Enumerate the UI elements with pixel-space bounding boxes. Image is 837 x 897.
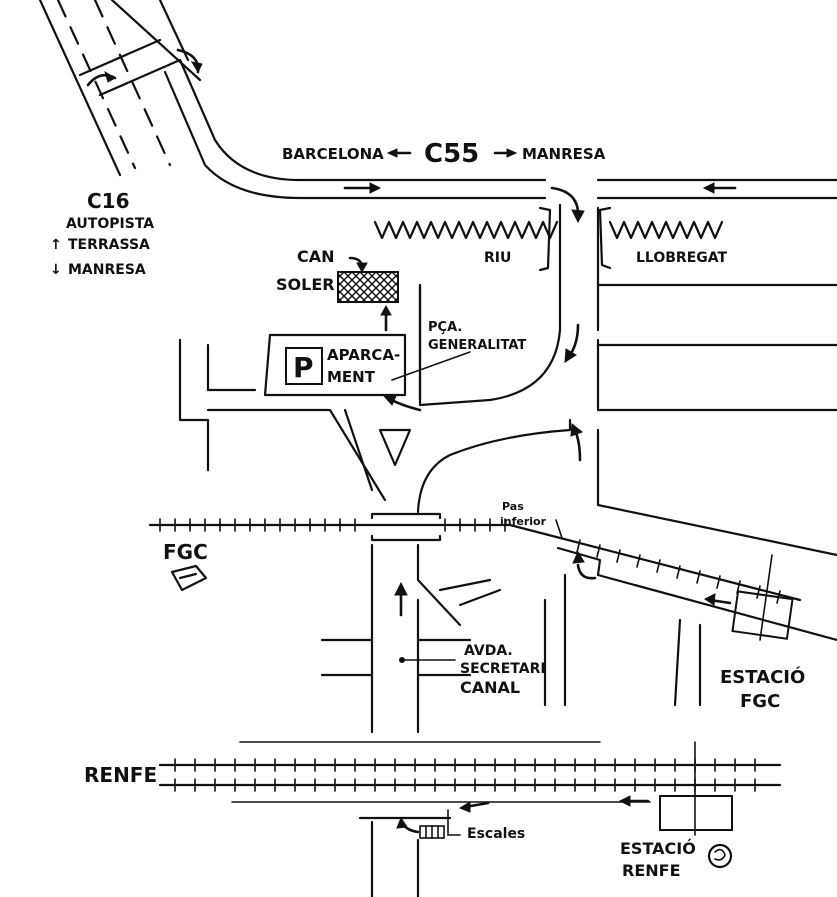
estacio-renfe-line1: ESTACIÓ [620,839,696,858]
can-label: CAN [297,247,335,266]
renfe-railway [158,741,782,836]
placa-label: PÇA. [428,320,462,335]
river-waves-right [598,206,724,270]
autopista-label: AUTOPISTA [66,216,154,232]
aparca-label: APARCA- [327,346,400,364]
generalitat-label: GENERALITAT [428,338,526,353]
c16-label: C16 AUTOPISTA ↑ TERRASSA ↓ MANRESA [50,189,154,278]
roads-to-crossing [416,418,837,557]
escales-label: Escales [467,826,525,842]
inferior-label: inferior [500,515,547,528]
south-arrow-glyph: ↓ [50,262,62,278]
c16-motorway [38,0,202,177]
bridge-road [418,203,837,412]
can-soler-building [337,256,399,332]
pas-inferior-pointer [555,519,563,539]
river-waves-left [373,206,559,272]
soler-label: SOLER [276,275,335,294]
estacio-fgc-line1: ESTACIÓ [720,666,805,688]
riu-label: RIU [484,250,511,266]
avda-secretari-canal [320,543,702,734]
c55-arrows [343,182,737,224]
c16-ramp-arrows [86,48,203,87]
escales-stairs [358,801,490,897]
estacio-renfe-line2: RENFE [622,861,681,880]
fgc-railway [148,512,802,604]
estacio-renfe-building [618,795,733,869]
c55-label: BARCELONA C55 MANRESA [282,139,606,169]
terrassa-label: TERRASSA [68,237,150,253]
secretari-label: SECRETARI [460,661,546,677]
llobregat-label: LLOBREGAT [636,250,727,266]
underpass [556,546,837,707]
c55-code: C55 [424,139,479,169]
c55-road [163,58,837,200]
parking-symbol: P [293,351,314,384]
town-blocks-west [178,283,422,502]
ment-label: MENT [327,368,376,386]
parking-sign: P [285,347,323,385]
manresa-c16-label: MANRESA [68,262,146,278]
estacio-fgc-line2: FGC [740,691,780,712]
north-arrow-glyph: ↑ [50,237,62,253]
manresa-label: MANRESA [522,145,606,163]
avda-label: AVDA. [464,643,513,659]
c16-code: C16 [87,189,130,213]
barcelona-label: BARCELONA [282,145,384,163]
fgc-label: FGC [163,540,208,564]
canal-label: CANAL [460,678,520,697]
renfe-label: RENFE [84,763,157,787]
placa-pointer [391,351,471,381]
pas-label: Pas [502,500,524,513]
fgc-logo-icon [170,564,208,592]
estacio-fgc-building [704,554,794,641]
